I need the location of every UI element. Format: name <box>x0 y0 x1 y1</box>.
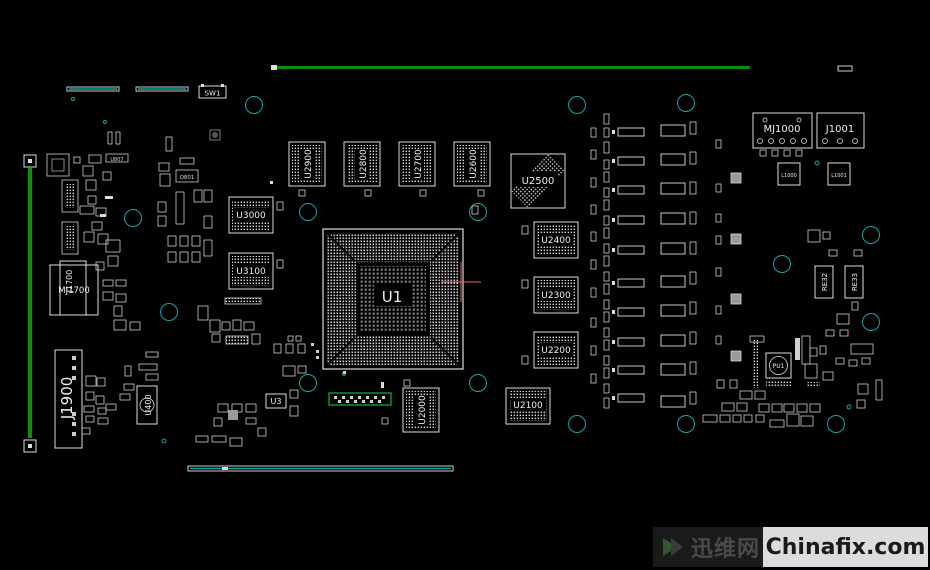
u2100-label: U2100 <box>513 401 543 411</box>
u2700-label: U2700 <box>414 149 424 179</box>
u2000-label: U2000 <box>418 395 428 425</box>
u2200-label: U2200 <box>541 346 571 356</box>
controller-pu1: PU1 <box>765 352 792 379</box>
u2500-label: U2500 <box>522 176 555 187</box>
u2400-label: U2400 <box>541 236 571 246</box>
watermark-right: Chinafix.com <box>763 527 928 567</box>
phase-component-column <box>590 113 742 409</box>
left-green-trace <box>28 168 32 438</box>
memory-u2200: U2200 <box>533 331 579 369</box>
memory-u2900: U2900 <box>288 141 326 187</box>
memory-u2000: U2000 <box>402 387 440 433</box>
u2600-label: U2600 <box>469 149 479 179</box>
bottom-green-header <box>328 392 392 406</box>
watermark-left-text: 迅维网 <box>691 537 761 562</box>
u2300-label: U2300 <box>541 291 571 301</box>
mj1000-label: MJ1000 <box>763 124 800 135</box>
memory-u2500: U2500 <box>510 153 566 209</box>
u2900-label: U2900 <box>304 149 314 179</box>
chip-u3: U3 <box>265 393 287 409</box>
memory-u2800: U2800 <box>343 141 381 187</box>
xunwei-logo-icon <box>663 538 683 556</box>
memory-u2400: U2400 <box>533 221 579 259</box>
memory-u2700: U2700 <box>398 141 436 187</box>
memory-u3000: U3000 <box>228 196 274 234</box>
j1900-label: J1900 <box>58 377 76 421</box>
re33-label: RE33 <box>851 273 859 291</box>
u3000-label: U3000 <box>236 211 266 221</box>
q801-label: Q801 <box>180 175 195 181</box>
pu1-label: PU1 <box>773 363 785 370</box>
u807-label: U807 <box>110 157 123 163</box>
watermark-right-text: Chinafix.com <box>765 534 926 560</box>
u400-label: U400 <box>144 394 153 415</box>
memory-u2600: U2600 <box>453 141 491 187</box>
inductor-l1000: L1000 <box>777 162 801 186</box>
bottom-edge-connector <box>187 465 454 472</box>
memory-u2300: U2300 <box>533 276 579 314</box>
sw1-label: SW1 <box>205 90 221 98</box>
u3-label: U3 <box>271 397 282 406</box>
connector-j1900: J1900 <box>54 349 83 449</box>
l1000-label: L1000 <box>781 173 797 179</box>
top-green-trace <box>275 66 750 69</box>
u1-gpu: U1 <box>322 228 464 370</box>
connector-mj1000: MJ1000 <box>752 112 813 157</box>
re32-label: RE32 <box>821 273 829 291</box>
connector-mj1700: MJ1700 J1700 <box>49 260 99 316</box>
mj1700-label: MJ1700 <box>58 286 89 296</box>
j1001-label: J1001 <box>825 124 854 135</box>
u3100-label: U3100 <box>236 267 266 277</box>
connector-j1001: J1001 <box>816 112 865 149</box>
u2800-label: U2800 <box>359 149 369 179</box>
memory-u2100: U2100 <box>505 387 551 425</box>
memory-u3100: U3100 <box>228 252 274 290</box>
resistor-re32: RE32 <box>814 265 834 299</box>
u1-label: U1 <box>382 288 403 306</box>
chip-u400: U400 <box>136 385 158 425</box>
l1001-label: L1001 <box>831 173 847 179</box>
resistor-re33: RE33 <box>844 265 864 299</box>
mounting-holes <box>124 94 880 433</box>
inductor-l1001: L1001 <box>827 162 851 186</box>
watermark-left: 迅维网 <box>653 527 763 567</box>
j1700-label: J1700 <box>65 270 74 294</box>
sw1-switch <box>198 85 227 99</box>
